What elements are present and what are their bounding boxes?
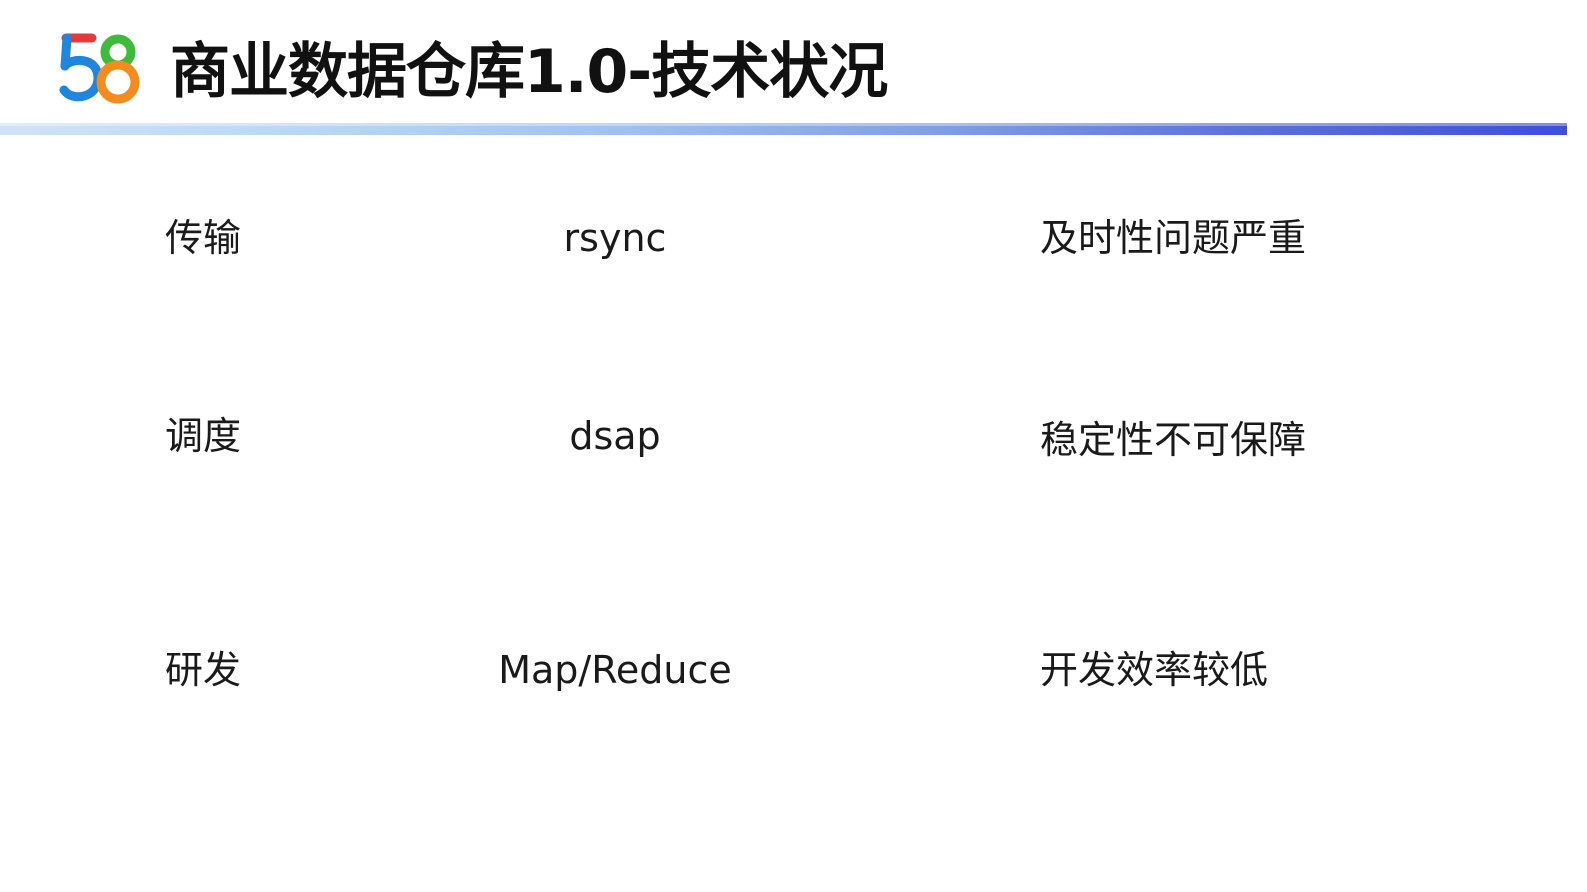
row-3-tool: Map/Reduce [498,648,732,692]
row-2-category: 调度 [165,414,242,458]
row-1-issue: 及时性问题严重 [1040,216,1307,260]
row-2-issue: 稳定性不可保障 [1040,418,1307,462]
row-3-issue: 开发效率较低 [1040,648,1269,692]
row-1-tool: rsync [563,216,667,260]
row-3-category: 研发 [165,648,242,692]
row-2-tool: dsap [569,414,661,458]
header-divider-bar [0,123,1567,135]
brand-58-logo [59,33,140,104]
page-title: 商业数据仓库1.0-技术状况 [170,37,888,107]
row-1-category: 传输 [165,216,242,260]
